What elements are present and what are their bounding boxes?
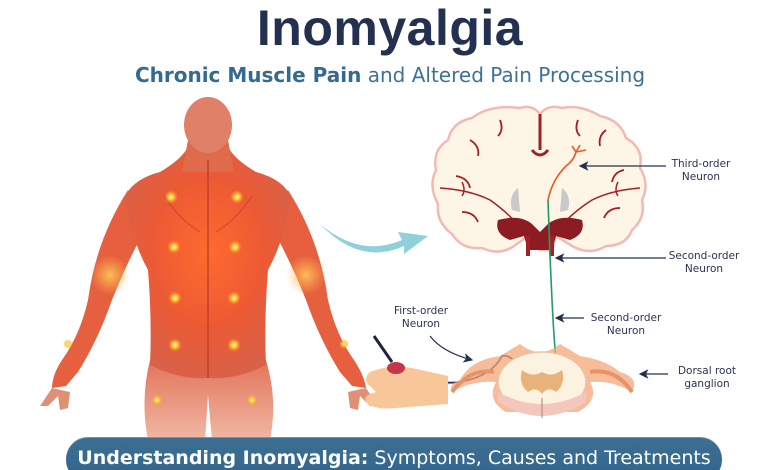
banner-rest: Symptoms, Causes and Treatments [368, 447, 711, 469]
label-line: Neuron [684, 263, 724, 275]
banner-emphasis: Understanding Inomyalgia: [77, 447, 369, 469]
label-line: ganglion [684, 378, 730, 390]
label-line: Second-order [668, 250, 740, 262]
curved-arrow-icon [320, 224, 428, 254]
label-second-order-neuron-upper: Second-order Neuron [662, 250, 746, 276]
third-order-neuron-path [547, 144, 587, 201]
page-subtitle: Chronic Muscle Pain and Altered Pain Pro… [0, 62, 780, 88]
label-line: Second-order [590, 312, 662, 324]
label-second-order-neuron-lower: Second-order Neuron [584, 312, 668, 338]
footer-banner-text: Understanding Inomyalgia: Symptoms, Caus… [66, 446, 722, 470]
back-muscle-body-figure [40, 97, 378, 440]
page-title: Inomyalgia [256, 0, 524, 56]
label-first-order-neuron: First-order Neuron [384, 305, 458, 331]
brain-coronal-section [431, 105, 647, 256]
pain-points [63, 190, 349, 406]
label-third-order-neuron: Third-order Neuron [662, 158, 740, 184]
label-line: Dorsal root [677, 365, 737, 377]
subtitle-rest: and Altered Pain Processing [361, 63, 646, 87]
label-pointers [429, 161, 668, 379]
label-line: Neuron [401, 318, 441, 330]
spinal-cord-cross-section [450, 344, 635, 418]
subtitle-emphasis: Chronic Muscle Pain [134, 63, 362, 87]
label-line: Third-order [671, 158, 731, 170]
label-line: First-order [393, 305, 449, 317]
footer-banner [66, 437, 722, 470]
stimulus-needle-icon [372, 335, 394, 363]
hand-with-stimulus [365, 335, 448, 409]
label-dorsal-root-ganglion: Dorsal root ganglion [672, 365, 742, 391]
label-line: Neuron [681, 171, 721, 183]
label-line: Neuron [606, 325, 646, 337]
